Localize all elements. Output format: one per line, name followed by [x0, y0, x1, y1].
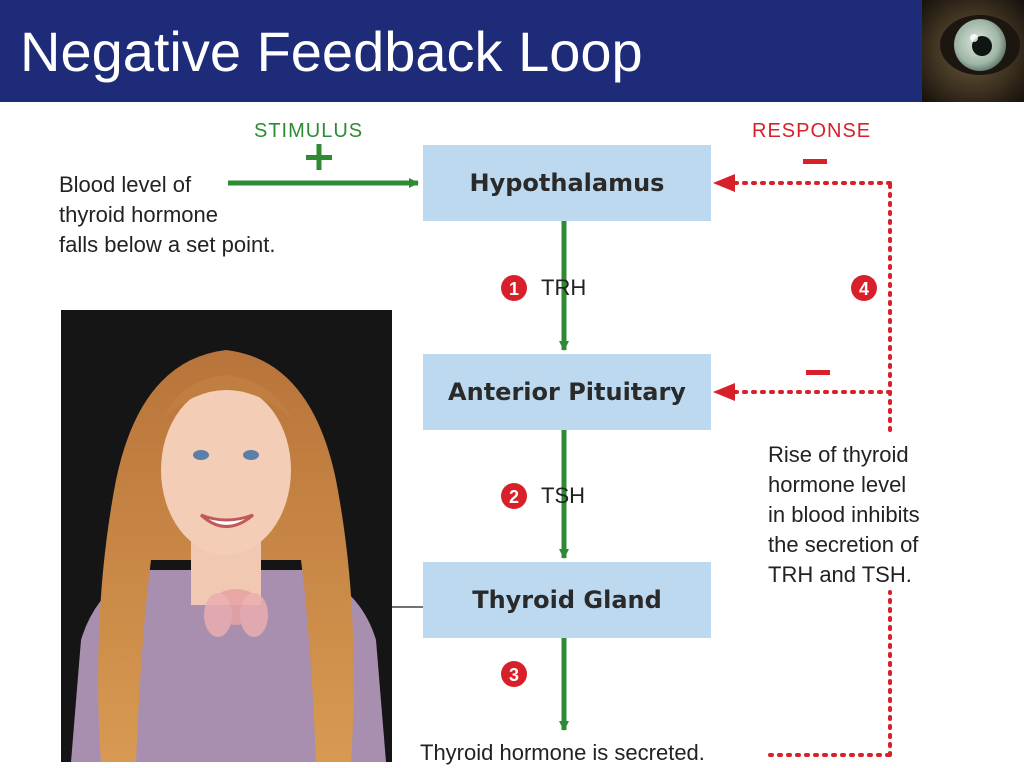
response-text-line: the secretion of [768, 532, 919, 557]
response-text: Rise of thyroid hormone level in blood i… [768, 440, 920, 590]
title-bar: Negative Feedback Loop [0, 0, 922, 102]
step-number-4: 4 [859, 279, 869, 299]
stimulus-label: STIMULUS [254, 120, 364, 142]
minus-sign-pituitary [806, 370, 830, 375]
response-text-line: TRH and TSH. [768, 562, 912, 587]
slide-title: Negative Feedback Loop [20, 20, 643, 83]
minus-sign-hypothalamus [803, 159, 827, 164]
step-badge-1 [501, 275, 527, 301]
response-text-line: Rise of thyroid [768, 442, 909, 467]
trh-label: TRH [541, 275, 587, 300]
response-arrowhead-hypothalamus [713, 174, 735, 192]
step-badge-4 [851, 275, 877, 301]
step-number-2: 2 [509, 487, 519, 507]
eye-photo [922, 0, 1024, 102]
step-badge-2 [501, 483, 527, 509]
stimulus-text-line: falls below a set point. [59, 232, 276, 257]
plus-sign-vertical [316, 144, 322, 170]
response-text-line: in blood inhibits [768, 502, 920, 527]
anterior-pituitary-box: Anterior Pituitary [423, 354, 711, 430]
stimulus-text-line: Blood level of [59, 172, 192, 197]
secreted-text: Thyroid hormone is secreted. [420, 740, 705, 765]
step-number-1: 1 [509, 279, 519, 299]
step-badge-3 [501, 661, 527, 687]
response-arrowhead-pituitary [713, 383, 735, 401]
hypothalamus-box: Hypothalamus [423, 145, 711, 221]
thyroid-gland-box: Thyroid Gland [423, 562, 711, 638]
response-label: RESPONSE [752, 120, 872, 142]
stimulus-text-line: thyroid hormone [59, 202, 218, 227]
step-number-3: 3 [509, 665, 519, 685]
woman-photo [61, 310, 392, 762]
feedback-loop [733, 181, 892, 757]
tsh-label: TSH [541, 483, 585, 508]
response-text-line: hormone level [768, 472, 907, 497]
stimulus-text: Blood level of thyroid hormone falls bel… [59, 170, 275, 260]
